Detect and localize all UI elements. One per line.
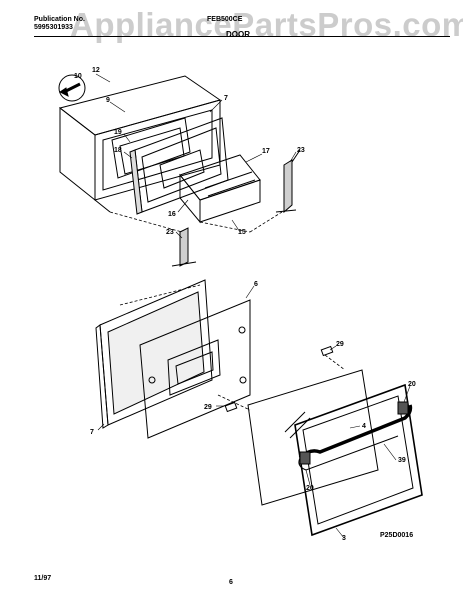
inner-door-panel	[129, 117, 229, 215]
callout-9: 9	[106, 97, 110, 104]
callout-7-lower: 7	[90, 429, 94, 436]
footer-date: 11/97	[34, 575, 52, 582]
callout-4: 4	[362, 423, 366, 430]
hinge-left	[171, 227, 197, 267]
callout-20-right: 20	[408, 381, 416, 388]
callout-23-right: 23	[297, 147, 305, 154]
inner-door-liner	[139, 299, 251, 439]
page-number: 6	[229, 579, 233, 586]
callout-29-lower: 29	[204, 404, 212, 411]
publication-number: 5995301933	[34, 24, 73, 31]
hinge-right	[275, 149, 301, 214]
screw-29-upper	[320, 345, 334, 357]
callout-16: 16	[168, 211, 176, 218]
callout-20-lower: 20	[306, 485, 314, 492]
door-trim-frame	[294, 383, 423, 537]
callout-7-top: 7	[224, 95, 228, 102]
door-handle	[298, 401, 413, 471]
header-rule	[34, 36, 450, 37]
callout-29-upper: 29	[336, 341, 344, 348]
callout-17: 17	[262, 148, 270, 155]
publication-label: Publication No.	[34, 16, 85, 23]
callout-12: 12	[92, 67, 100, 74]
insulation-pack	[179, 154, 261, 224]
screw-callout	[58, 74, 86, 102]
callout-6: 6	[254, 281, 258, 288]
model-number: FEB500CE	[207, 16, 243, 23]
callout-19: 19	[114, 129, 122, 136]
callout-18: 18	[114, 147, 122, 154]
callout-10: 10	[74, 73, 82, 80]
section-title: DOOR	[226, 30, 250, 39]
callout-39: 39	[398, 457, 406, 464]
outer-door-frame	[58, 75, 222, 213]
figure-id: P25D0016	[380, 532, 414, 539]
callout-3: 3	[342, 535, 346, 542]
screw-29-lower	[224, 401, 238, 413]
callout-23-left: 23	[166, 229, 174, 236]
callout-15: 15	[238, 229, 246, 236]
lower-insulated-panel	[95, 279, 213, 429]
